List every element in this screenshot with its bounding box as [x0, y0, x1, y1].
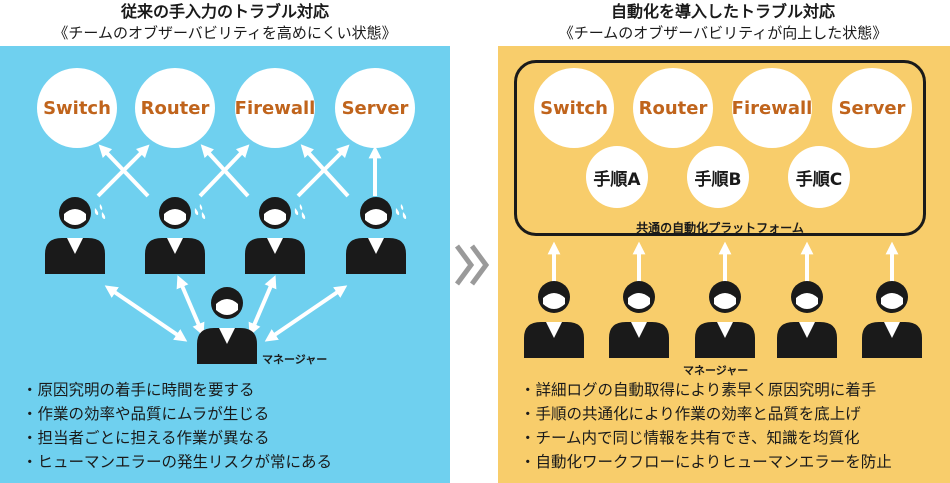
right-device-switch: Switch: [534, 68, 614, 148]
right-people: [524, 281, 922, 358]
right-bullet-4: 自動化ワークフローによりヒューマンエラーを防止: [520, 450, 892, 474]
right-subtitle: 《チームのオブザーバビリティが向上した状態》: [558, 24, 888, 42]
left-worker-4: [346, 197, 407, 274]
person-icon: [197, 287, 257, 364]
person-icon: [45, 197, 105, 274]
left-bullet-list: 原因究明の着手に時間を要する 作業の効率や品質にムラが生じる 担当者ごとに担える…: [22, 378, 333, 474]
procedure-a: 手順A: [586, 146, 648, 208]
left-bullet-4: ヒューマンエラーの発生リスクが常にある: [22, 450, 333, 474]
double-chevron-right-icon: [454, 244, 490, 286]
person-icon: [695, 281, 755, 358]
left-worker-1: [45, 197, 106, 274]
procedure-b: 手順B: [687, 146, 749, 208]
left-manager-label: マネージャー: [262, 353, 328, 366]
person-icon: [346, 197, 406, 274]
procedure-c: 手順C: [788, 146, 850, 208]
right-worker-3: [777, 281, 837, 358]
left-worker-2: [145, 197, 206, 274]
worker-device-arrows: [96, 144, 382, 198]
person-icon: [245, 197, 305, 274]
person-icon: [609, 281, 669, 358]
left-device-server: Server: [335, 68, 415, 148]
person-icon: [145, 197, 205, 274]
right-header: 自動化を導入したトラブル対応 《チームのオブザーバビリティが向上した状態》: [498, 0, 948, 43]
right-bullet-3: チーム内で同じ情報を共有でき、知識を均質化: [520, 426, 892, 450]
person-icon: [862, 281, 922, 358]
right-title: 自動化を導入したトラブル対応: [610, 2, 835, 21]
right-bullet-2: 手順の共通化により作業の効率と品質を底上げ: [520, 402, 892, 426]
left-worker-3: [245, 197, 306, 274]
right-bullet-1: 詳細ログの自動取得により素早く原因究明に着手: [520, 378, 892, 402]
sweat-drop-icon: [294, 204, 306, 219]
automation-platform-box: [514, 60, 926, 236]
sweat-drop-icon: [194, 204, 206, 219]
left-bullet-3: 担当者ごとに担える作業が異なる: [22, 426, 332, 450]
left-panel: Switch Router Firewall Server マネージャー 原因究…: [0, 46, 450, 483]
left-arrows: [96, 144, 382, 342]
left-title: 従来の手入力のトラブル対応: [120, 2, 329, 21]
left-subtitle: 《チームのオブザーバビリティを高めにくい状態》: [53, 24, 397, 42]
right-device-firewall: Firewall: [732, 68, 812, 148]
left-device-switch: Switch: [37, 68, 117, 148]
right-worker-2: [695, 281, 755, 358]
left-device-router: Router: [135, 68, 215, 148]
sweat-drop-icon: [94, 204, 106, 219]
left-bullet-1: 原因究明の着手に時間を要する: [22, 378, 332, 402]
right-manager-label: マネージャー: [683, 364, 749, 377]
manager-worker-arrows: [104, 275, 348, 342]
sweat-drop-icon: [395, 204, 407, 219]
left-header: 従来の手入力のトラブル対応 《チームのオブザーバビリティを高めにくい状態》: [0, 0, 450, 43]
right-device-router: Router: [633, 68, 713, 148]
person-icon: [777, 281, 837, 358]
left-bullet-2: 作業の効率や品質にムラが生じる: [22, 402, 332, 426]
platform-label: 共通の自動化プラットフォーム: [636, 221, 804, 235]
right-worker-1: [609, 281, 669, 358]
right-manager: [524, 281, 584, 358]
right-bullet-list: 詳細ログの自動取得により素早く原因究明に着手 手順の共通化により作業の効率と品質…: [520, 378, 892, 474]
right-panel: Switch Router Firewall Server 手順A 手順B 手順…: [498, 46, 950, 483]
right-device-server: Server: [832, 68, 912, 148]
left-people: [45, 197, 407, 364]
left-device-firewall: Firewall: [235, 68, 315, 148]
right-worker-4: [862, 281, 922, 358]
person-icon: [524, 281, 584, 358]
left-manager: [197, 287, 257, 364]
